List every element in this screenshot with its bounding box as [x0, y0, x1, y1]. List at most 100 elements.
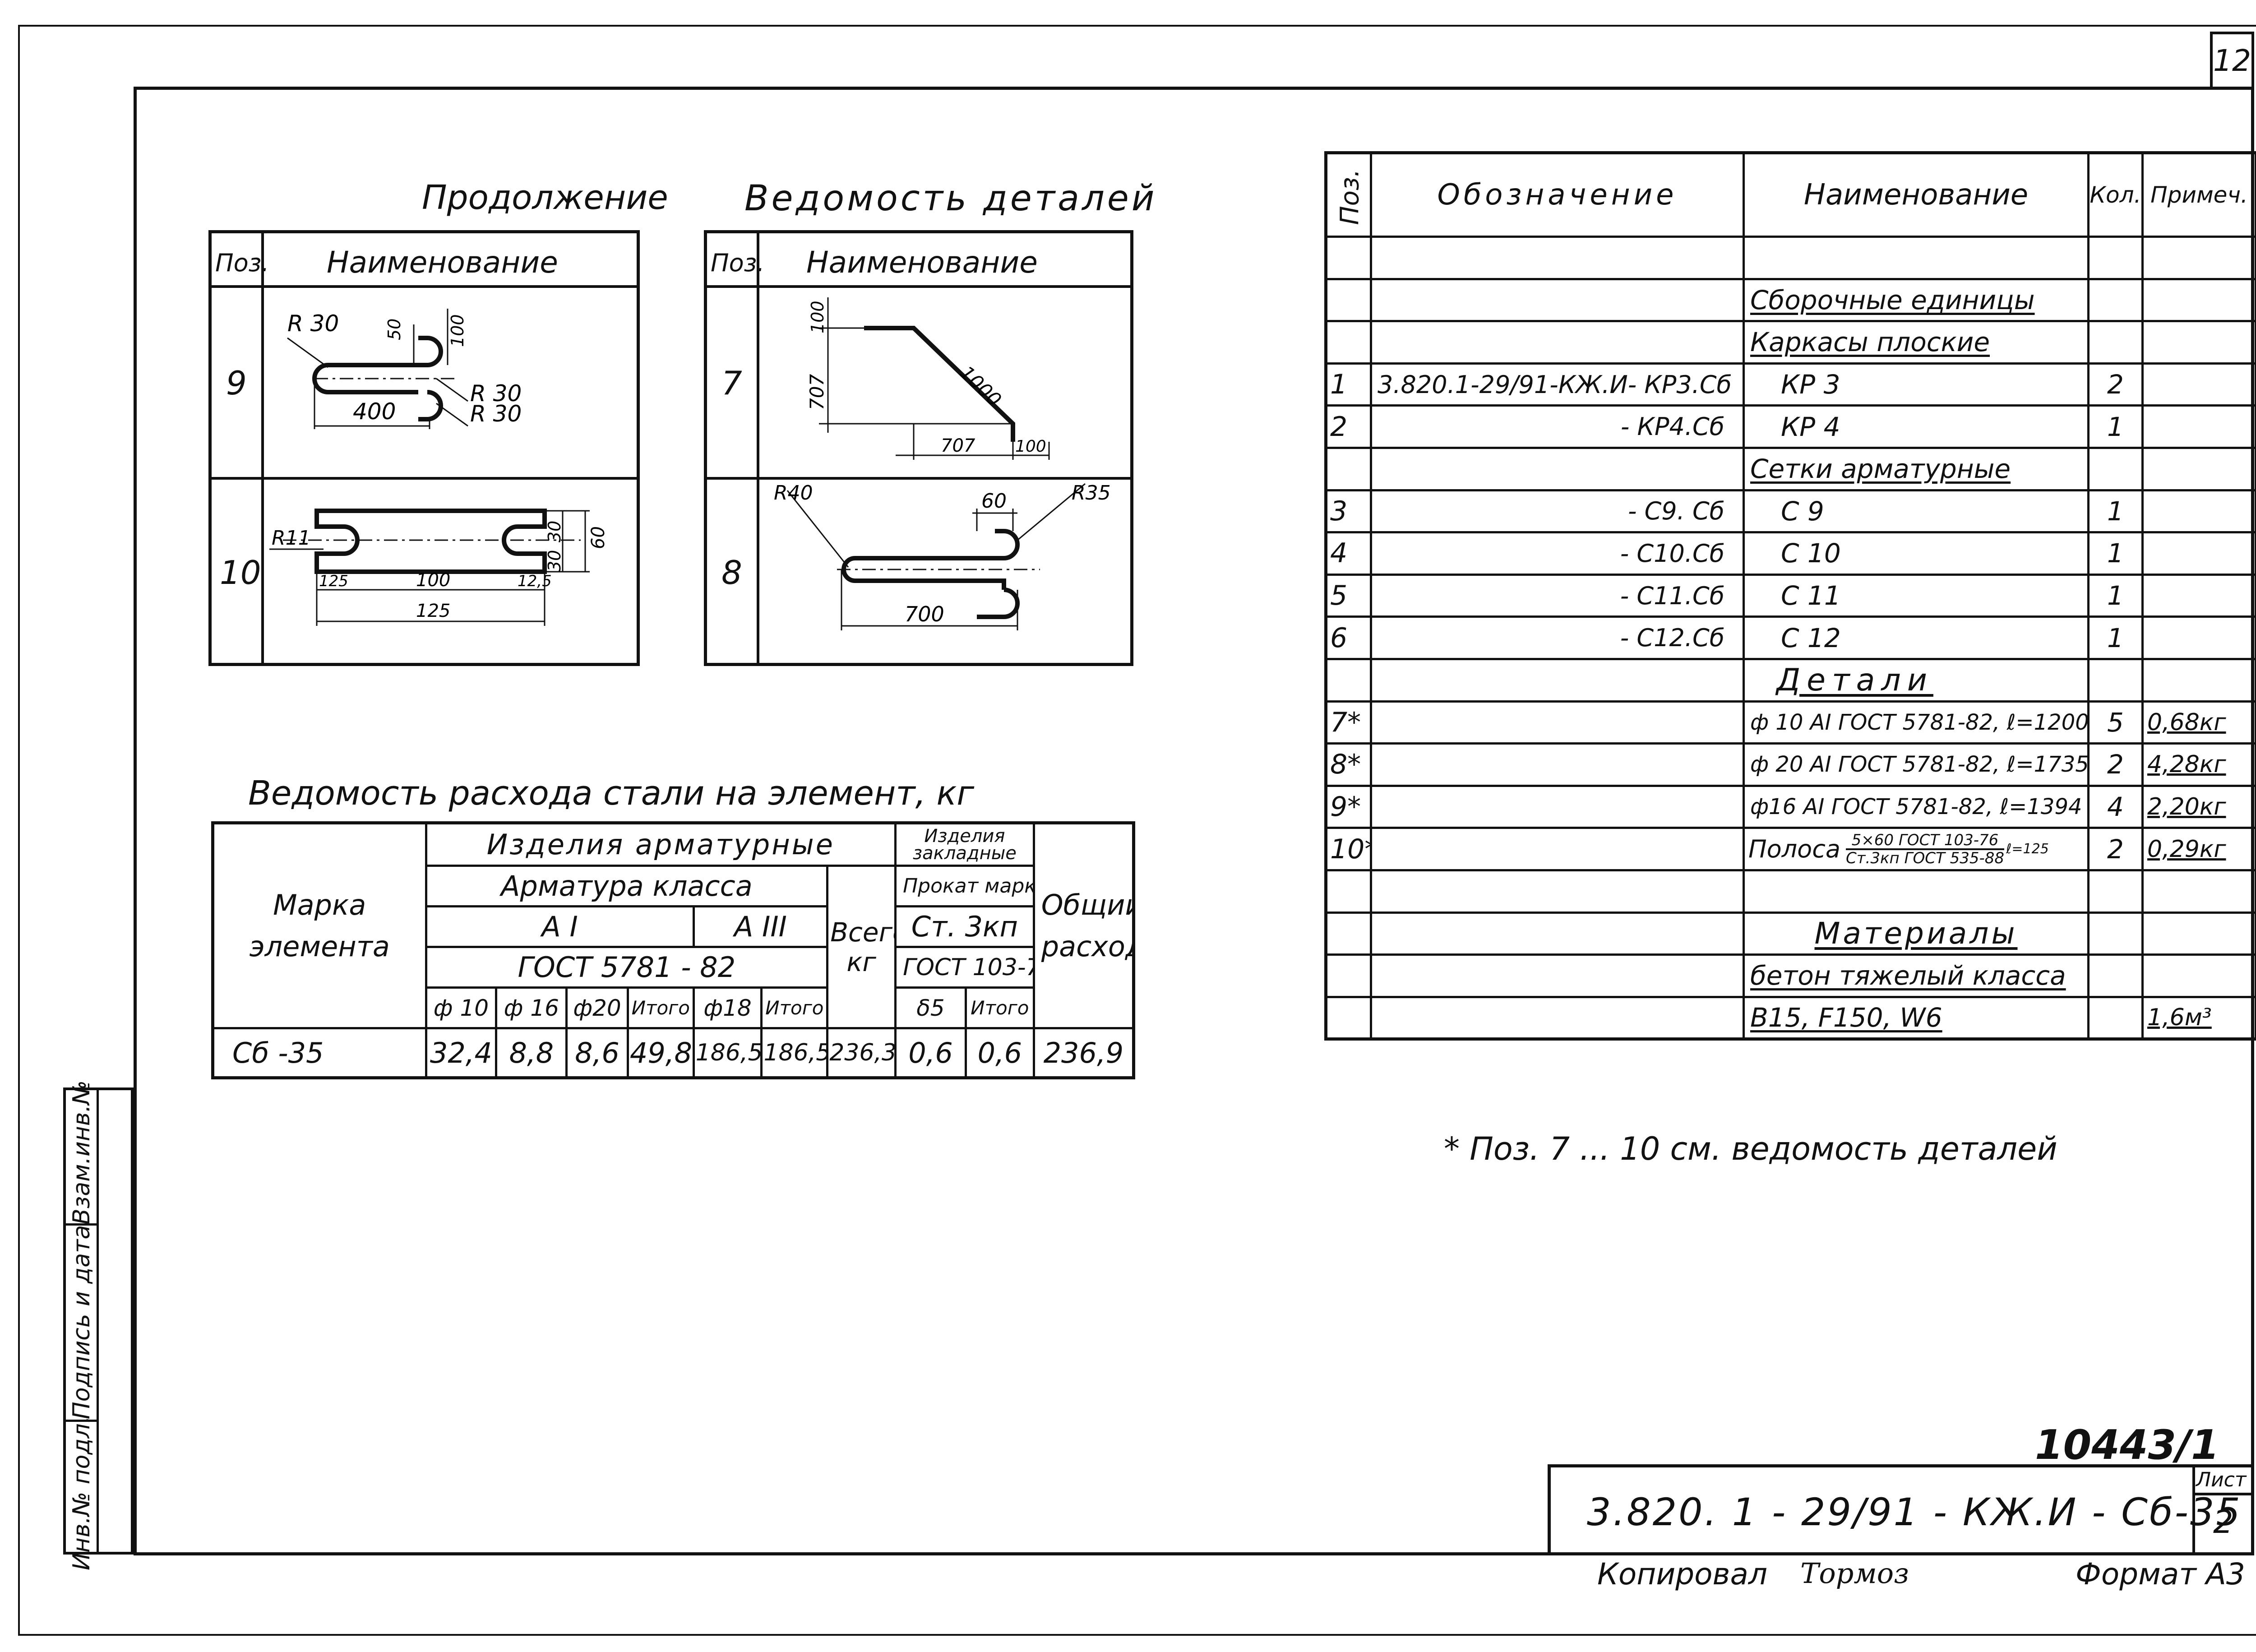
detail-7-dim-100-top: 100: [808, 301, 828, 333]
steel-sub-d18: ф18: [692, 986, 763, 1029]
detail-10-dim-125: 125: [416, 601, 450, 621]
spec-pos: 3: [1325, 489, 1372, 534]
spec-note: [2141, 869, 2256, 914]
spec-name: ф 20 АI ГОСТ 5781-82, ℓ=1735: [1743, 742, 2090, 787]
spec-pos: [1325, 657, 1372, 703]
spec-name: Каркасы плоские: [1743, 320, 2090, 365]
spec-row: [1325, 236, 2256, 280]
spec-qty: [2087, 953, 2144, 998]
spec-pos: [1325, 320, 1372, 365]
spec-designation: [1370, 446, 1745, 491]
spec-pos: 5: [1325, 573, 1372, 618]
spec-designation: [1370, 742, 1745, 787]
detail-8-dim-60: 60: [981, 490, 1007, 513]
stamp-sheet-number: 2: [2213, 1504, 2233, 1541]
steel-val-d10: 32,4: [425, 1027, 498, 1079]
steel-val-d5: 0,6: [894, 1027, 967, 1079]
detail-8-dim-r40: R40: [774, 481, 813, 504]
spec-note: 4,28кг: [2141, 742, 2256, 787]
spec-designation: [1370, 995, 1745, 1041]
detail-10-sketch: R11 30 30 60 125 100 12,5 125: [269, 509, 609, 626]
spec-name: С 11: [1743, 573, 2090, 618]
spec-name-fraction-bottom: Ст.3кп ГОСТ 535-88: [1845, 849, 2004, 867]
spec-name: Полоса: [1748, 835, 1840, 864]
details-pos-7: 7: [721, 364, 742, 402]
spec-name: С 10: [1743, 531, 2090, 576]
steel-sub-d16: ф 16: [495, 986, 568, 1029]
continuation-table: Поз. Наименование 9 10 R 30 50 100 R 30 …: [208, 230, 640, 666]
spec-name: Сетки арматурные: [1743, 446, 2090, 491]
steel-h-total-consumption: Общий расход: [1032, 822, 1135, 1029]
detail-7-dim-707-left: 707: [806, 374, 828, 410]
detail-9-dim-50: 50: [384, 319, 404, 340]
spec-pos: [1325, 236, 1372, 280]
spec-row: [1325, 869, 2256, 914]
spec-pos: 2: [1325, 404, 1372, 449]
spec-designation: - КР4.Сб: [1370, 404, 1745, 449]
spec-note: 1,6м³: [2141, 995, 2256, 1041]
spec-table: Поз. Обозначение Наименование Кол. Приме…: [1324, 151, 2256, 1041]
spec-header-note: Примеч.: [2141, 152, 2256, 238]
spec-qty: [2087, 657, 2144, 703]
detail-9-dim-r30-bottom: R 30: [470, 401, 522, 427]
spec-name: КР 3: [1743, 362, 2090, 407]
spec-qty: 5: [2087, 700, 2144, 745]
spec-designation: - С11.Сб: [1370, 573, 1745, 618]
details-table: Поз. Наименование 7 8 100 707 1000 707 1…: [704, 230, 1133, 666]
spec-pos: 6: [1325, 615, 1372, 660]
detail-10-dim-30a: 30: [545, 521, 564, 542]
spec-pos: [1325, 278, 1372, 323]
sheet-number-box: 12: [2210, 32, 2254, 89]
steel-h-embedded: Изделия закладные: [894, 822, 1035, 867]
spec-designation: [1370, 700, 1745, 745]
detail-8-sketch: R40 60 R35 700: [774, 481, 1111, 630]
spec-header-pos: Поз.: [1335, 169, 1365, 225]
stamp-sheet-label: Лист: [2196, 1468, 2247, 1491]
steel-val-total-a1: 49,8: [626, 1027, 695, 1079]
detail-9-dim-100: 100: [448, 314, 467, 347]
spec-note: 2,20кг: [2141, 784, 2256, 829]
spec-note: [2141, 615, 2256, 660]
spec-qty: [2087, 446, 2144, 491]
detail-10-dim-100: 100: [416, 570, 450, 591]
steel-h-gost-5781: ГОСТ 5781 - 82: [425, 946, 829, 989]
steel-sub-d20: ф20: [565, 986, 629, 1029]
spec-designation: [1370, 320, 1745, 365]
continuation-pos-10: 10: [220, 554, 261, 592]
spec-name: ф16 АI ГОСТ 5781-82, ℓ=1394: [1743, 784, 2090, 829]
steel-sub-total-a1: Итого: [626, 986, 695, 1029]
spec-qty: 1: [2087, 573, 2144, 618]
detail-7-dim-707-bottom: 707: [941, 435, 975, 456]
spec-qty: 1: [2087, 489, 2144, 534]
spec-pos: 9*: [1325, 784, 1372, 829]
spec-name: бетон тяжелый класса: [1743, 953, 2090, 998]
continuation-pos-9: 9: [226, 364, 247, 402]
spec-header-name: Наименование: [1743, 152, 2090, 238]
spec-pos: 1: [1325, 362, 1372, 407]
spec-designation: [1370, 911, 1745, 956]
spec-qty: 1: [2087, 404, 2144, 449]
spec-designation: [1370, 953, 1745, 998]
spec-note: [2141, 278, 2256, 323]
steel-h-gost-103: ГОСТ 103-76: [894, 946, 1035, 989]
details-header-name: Наименование: [806, 245, 1038, 280]
detail-10-dim-30b: 30: [545, 550, 564, 572]
spec-qty: 4: [2087, 784, 2144, 829]
spec-name: С 9: [1743, 489, 2090, 534]
inventory-number: 10443/1: [2035, 1421, 2219, 1469]
spec-designation: [1370, 827, 1745, 871]
spec-qty: [2087, 869, 2144, 914]
spec-qty: 2: [2087, 827, 2144, 871]
steel-val-d18: 186,5: [692, 1027, 763, 1079]
detail-9-dim-r30-right: R 30: [470, 380, 522, 407]
spec-name-fraction-top: 5×60 ГОСТ 103-76: [1845, 832, 2004, 850]
spec-note: [2141, 446, 2256, 491]
spec-pos: [1325, 869, 1372, 914]
spec-pos: [1325, 953, 1372, 998]
spec-note: [2141, 953, 2256, 998]
